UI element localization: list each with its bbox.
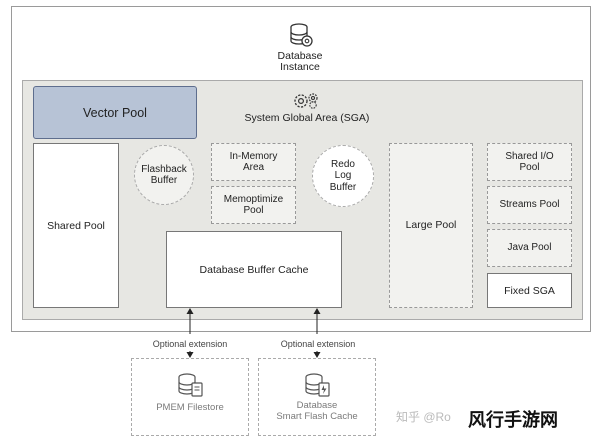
flashback-buffer: Flashback Buffer — [134, 145, 194, 205]
flash-label-line1: Database — [296, 400, 338, 411]
shared-pool: Shared Pool — [33, 143, 119, 308]
java-pool: Java Pool — [487, 229, 572, 267]
storage-icon-pmem — [176, 372, 204, 398]
smart-flash-cache-label: Database Smart Flash Cache — [258, 400, 376, 424]
shared-io-line1: Shared I/O — [505, 150, 554, 162]
flashback-line1: Flashback — [141, 163, 187, 175]
storage-icon-flash — [303, 372, 331, 398]
instance-label: Database Instance — [250, 50, 350, 74]
watermark-text: 知乎 @Ro — [396, 410, 451, 424]
watermark-brand: 风行手游网 — [468, 410, 558, 431]
flash-label-line2: Smart Flash Cache — [276, 411, 358, 422]
arrow-flash — [311, 307, 323, 359]
in-memory-area: In-Memory Area — [211, 143, 296, 181]
arrow-pmem — [184, 307, 196, 359]
flashback-line2: Buffer — [150, 175, 178, 186]
memoptimize-line2: Pool — [243, 205, 264, 216]
in-memory-line2: Area — [242, 162, 265, 173]
instance-label-line2: Instance — [280, 61, 320, 73]
optional-extension-left-label: Optional extension — [152, 339, 228, 349]
optional-extension-right-label: Optional extension — [280, 339, 356, 349]
streams-pool: Streams Pool — [487, 186, 572, 224]
database-buffer-cache: Database Buffer Cache — [166, 231, 342, 308]
gears-icon — [292, 92, 322, 110]
large-pool: Large Pool — [389, 143, 473, 308]
shared-io-line2: Pool — [519, 162, 540, 173]
in-memory-line1: In-Memory — [229, 150, 278, 162]
pmem-filestore — [131, 358, 249, 436]
shared-io-pool: Shared I/O Pool — [487, 143, 572, 181]
pmem-filestore-label: PMEM Filestore — [156, 402, 224, 413]
redo-log-buffer: Redo Log Buffer — [312, 145, 374, 207]
memoptimize-pool: Memoptimize Pool — [211, 186, 296, 224]
fixed-sga: Fixed SGA — [487, 273, 572, 308]
smart-flash-cache — [258, 358, 376, 436]
sga-label: System Global Area (SGA) — [244, 111, 370, 124]
redo-line3: Buffer — [329, 181, 357, 193]
instance-label-line1: Database — [277, 50, 323, 62]
redo-line2: Log — [334, 170, 352, 182]
memoptimize-line1: Memoptimize — [223, 193, 284, 205]
redo-line1: Redo — [331, 158, 355, 170]
vector-pool: Vector Pool — [33, 86, 197, 139]
database-icon — [288, 22, 314, 48]
